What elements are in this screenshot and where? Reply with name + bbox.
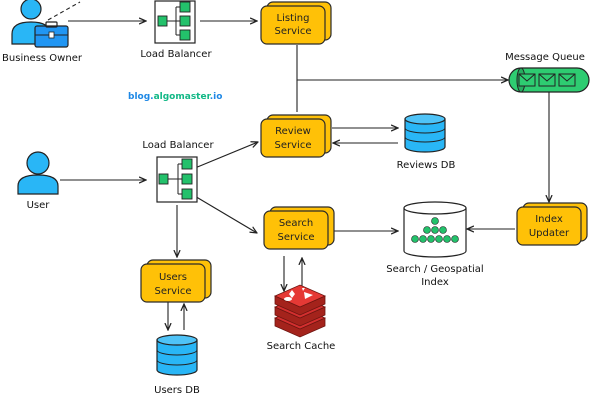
users-db-label: Users DB xyxy=(154,385,200,396)
message-queue-label: Message Queue xyxy=(505,52,585,63)
redis-cache-icon xyxy=(274,284,326,338)
index-updater-line2: Updater xyxy=(529,228,570,239)
search-index-node: Search / Geospatial Index xyxy=(386,201,484,288)
arrow-lb-to-search xyxy=(192,194,257,233)
arrow-lb-to-review xyxy=(194,142,258,169)
search-service-line1: Search xyxy=(279,218,313,229)
listing-service-line1: Listing xyxy=(277,13,310,24)
load-balancer-icon xyxy=(156,156,198,203)
load-balancer-top-label: Load Balancer xyxy=(140,49,212,60)
envelope-icon xyxy=(518,73,536,87)
search-service-node: Search Service xyxy=(263,206,335,250)
reviews-db-label: Reviews DB xyxy=(397,160,456,171)
load-balancer-icon xyxy=(154,0,196,44)
reviews-db-node: Reviews DB xyxy=(397,113,456,171)
index-updater-line1: Index xyxy=(535,214,563,225)
users-service-line2: Service xyxy=(155,286,192,297)
search-cache-label: Search Cache xyxy=(267,341,336,352)
user-node: User xyxy=(17,151,59,211)
user-icon xyxy=(17,151,59,195)
listing-service-node: Listing Service xyxy=(260,1,332,45)
database-icon xyxy=(156,334,198,376)
search-index-label-line2: Index xyxy=(421,277,449,288)
listing-service-line2: Service xyxy=(275,26,312,37)
search-cache-node: Search Cache xyxy=(267,284,336,352)
message-queue-icon xyxy=(508,67,590,93)
envelope-icon xyxy=(558,73,576,87)
load-balancer-top-node: Load Balancer xyxy=(140,0,212,60)
users-service-node: Users Service xyxy=(140,259,212,303)
index-updater-node: Index Updater xyxy=(516,202,588,246)
review-service-line1: Review xyxy=(275,126,311,137)
business-owner-node: Business Owner xyxy=(2,0,83,64)
connectors xyxy=(47,1,549,330)
users-db-node: Users DB xyxy=(154,334,200,396)
search-service-line2: Service xyxy=(278,232,315,243)
search-index-label-line1: Search / Geospatial xyxy=(386,264,483,275)
business-owner-icon xyxy=(11,0,69,48)
search-index-icon xyxy=(403,201,467,258)
line-listing-to-queue xyxy=(296,45,508,80)
envelope-icon xyxy=(538,73,556,87)
load-balancer-mid-node: Load Balancer xyxy=(142,140,214,203)
message-queue-node: Message Queue xyxy=(505,52,590,93)
user-label: User xyxy=(27,200,51,211)
review-service-line2: Service xyxy=(275,140,312,151)
database-icon xyxy=(404,113,446,153)
review-service-node: Review Service xyxy=(260,114,332,158)
watermark-text: blog.algomaster.io xyxy=(128,92,222,102)
users-service-line1: Users xyxy=(159,272,187,283)
load-balancer-mid-label: Load Balancer xyxy=(142,140,214,151)
business-owner-label: Business Owner xyxy=(2,53,83,64)
dashed-owner-link xyxy=(47,1,81,21)
